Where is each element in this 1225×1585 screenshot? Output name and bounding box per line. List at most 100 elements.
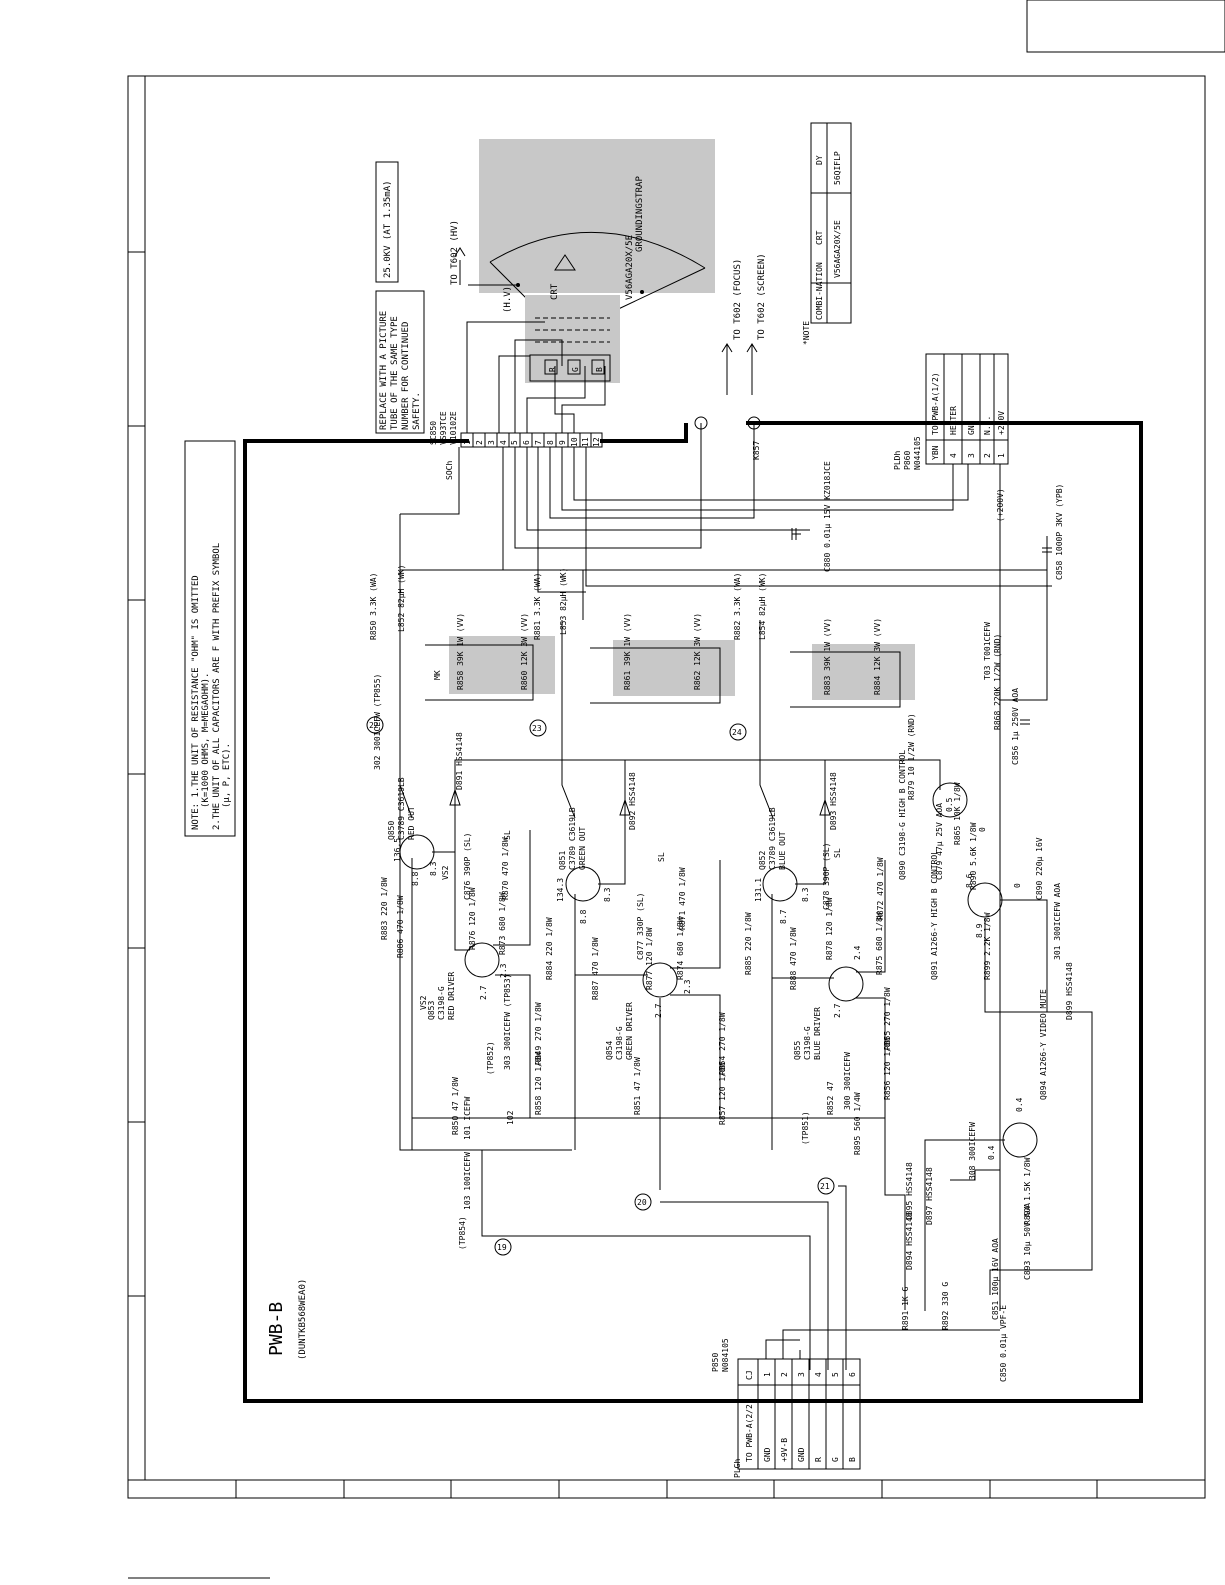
crt-socket: 1 2 3 4 5 6 7 8 9 10 11 12 SC850 VS93TCE… [429,411,603,480]
svg-text:2.7: 2.7 [654,1003,663,1018]
svg-text:2: 2 [780,1372,789,1377]
svg-text:8.8: 8.8 [579,909,588,924]
svg-text:D894 HSS4148: D894 HSS4148 [905,1212,914,1270]
svg-text:3: 3 [487,440,496,445]
svg-text:R868 220K 1/2W (RND): R868 220K 1/2W (RND) [993,634,1002,730]
svg-text:2.4: 2.4 [853,945,862,960]
stage-green: R881 3.3K (WA) L853 82μH (WK) R861 39K 1… [529,568,721,1190]
svg-text:3: 3 [967,453,976,458]
board-outline [243,421,1143,1403]
svg-text:2.3: 2.3 [683,979,692,994]
svg-text:SL: SL [833,848,842,858]
svg-text:8.3: 8.3 [429,861,438,876]
svg-text:C3789 C3619LB: C3789 C3619LB [568,807,577,870]
video-mute: Q894 A1266-Y VIDEO MUTE 0.4 0.4 R895 560… [801,989,1093,1382]
svg-text:R861 39K 1W (VV): R861 39K 1W (VV) [623,613,632,690]
svg-text:P850: P850 [711,1353,720,1372]
svg-text:Q890 C3198-G HIGH B CONTROL: Q890 C3198-G HIGH B CONTROL [898,750,907,880]
svg-text:8.9: 8.9 [975,923,984,938]
svg-text:GND: GND [763,1447,772,1462]
svg-text:102: 102 [506,1110,515,1125]
svg-text:R878 120 1/8W: R878 120 1/8W [825,897,834,960]
svg-text:L853 82μH (WK): L853 82μH (WK) [559,568,568,635]
svg-text:R850 3.3K (WA): R850 3.3K (WA) [369,573,378,640]
svg-text:R882 3.3K (WA): R882 3.3K (WA) [733,573,742,640]
combination-table: COMBI-NATION CRT DY V56AGA20X/5E 56QIFLP… [802,122,852,345]
socket-label: SOCh [445,461,454,480]
svg-text:R884 220 1/8W: R884 220 1/8W [545,917,554,980]
node-23 [529,719,547,737]
svg-text:136.5: 136.5 [393,838,402,862]
svg-text:YBN: YBN [931,445,940,460]
svg-text:GREEN OUT: GREEN OUT [578,826,587,870]
svg-text:R856 120 1/8W: R856 120 1/8W [883,1037,892,1100]
svg-text:D893 HSS4148: D893 HSS4148 [829,772,838,830]
svg-text:12: 12 [592,437,601,447]
svg-text:(TP852): (TP852) [486,1041,495,1075]
svg-text:RED DRIVER: RED DRIVER [447,972,456,1020]
svg-text:Q855: Q855 [793,1041,802,1060]
svg-text:GREEN DRIVER: GREEN DRIVER [625,1002,634,1060]
svg-text:R895 560 1/4W: R895 560 1/4W [853,1092,862,1155]
node-24 [729,723,747,741]
svg-text:6: 6 [522,440,531,445]
svg-text:R888 470 1/8W: R888 470 1/8W [789,927,798,990]
svg-text:R858 120 1/8W: R858 120 1/8W [534,1052,543,1115]
svg-text:56QIFLP: 56QIFLP [833,151,842,185]
svg-text:VS2: VS2 [441,865,450,880]
svg-text:L852 82μH (WK): L852 82μH (WK) [397,565,406,632]
svg-text:(TP854): (TP854) [458,1216,467,1250]
svg-text:C3198-G: C3198-G [615,1026,624,1060]
note-block: NOTE: 1.THE UNIT OF RESISTANCE "OHM" IS … [184,440,236,837]
svg-text:R860 12K 3W (VV): R860 12K 3W (VV) [520,613,529,690]
svg-text:131.1: 131.1 [754,878,763,902]
svg-text:R872 470 1/8W: R872 470 1/8W [876,857,885,920]
to-focus-label: TO T602 (FOCUS) [733,259,743,340]
svg-text:0.5: 0.5 [945,797,954,812]
svg-text:R873 680 1/8W: R873 680 1/8W [498,892,507,955]
svg-text:TUBE OF THE SAME TYPE: TUBE OF THE SAME TYPE [390,316,400,430]
svg-text:R862 12K 3W (VV): R862 12K 3W (VV) [693,613,702,690]
svg-text:8.7: 8.7 [779,909,788,924]
svg-text:V56AGA20X/5E: V56AGA20X/5E [833,220,842,278]
svg-text:D899 HSS4148: D899 HSS4148 [1065,962,1074,1020]
svg-text:23: 23 [532,724,542,733]
svg-text:PLGh: PLGh [733,1459,742,1478]
board-name: PWB-B [266,1302,287,1356]
svg-text:R875 680 1/8W: R875 680 1/8W [875,912,884,975]
node-19 [494,1238,512,1256]
stage-red: R850 3.3K (WA) L852 82μH (WK) MK R858 39… [366,565,625,1150]
rail-200v: (+200V) [996,488,1005,522]
svg-text:4: 4 [499,440,508,445]
svg-text:DY: DY [815,155,824,165]
svg-text:9: 9 [558,440,567,445]
svg-text:VS2: VS2 [419,995,428,1010]
svg-text:R885 220 1/8W: R885 220 1/8W [744,912,753,975]
svg-text:2.7: 2.7 [833,1003,842,1018]
svg-text:+9V-B: +9V-B [780,1438,789,1462]
svg-text:Q894 A1266-Y VIDEO MUTE: Q894 A1266-Y VIDEO MUTE [1039,989,1048,1100]
crt-tube: R G B GROUNDINGSTRAP V56AGA20X/5E CRT (H… [450,139,767,395]
high-b-control: T03 T001CEFW R868 220K 1/2W (RND) C856 1… [625,570,1074,1020]
svg-text:G: G [571,367,580,372]
svg-text:C856 1μ 250V AOA: C856 1μ 250V AOA [1011,688,1020,765]
svg-text:+200V: +200V [997,411,1006,435]
svg-text:SL: SL [503,830,512,840]
passive-labels: D891 HSS4148 D892 HSS4148 D893 HSS4148 C… [380,732,892,1135]
svg-text:R852 47: R852 47 [826,1081,835,1115]
svg-text:R: R [814,1457,823,1462]
svg-text:Q850: Q850 [387,821,396,840]
svg-text:C876 390P (SL): C876 390P (SL) [463,833,472,900]
svg-text:P860: P860 [903,451,912,470]
svg-text:N084105: N084105 [721,1338,730,1372]
test-points: 302 300ICEFW (TP855) (TP852) 303 300ICEF… [373,674,847,1370]
svg-text:R871 470 1/8W: R871 470 1/8W [678,867,687,930]
svg-text:R851 47 1/8W: R851 47 1/8W [633,1057,642,1115]
svg-text:BLUE OUT: BLUE OUT [778,831,787,870]
svg-text:303 300ICEFW (TP853): 303 300ICEFW (TP853) [503,974,512,1070]
svg-text:308 300ICEFW: 308 300ICEFW [968,1122,977,1180]
svg-text:Q851: Q851 [558,851,567,870]
svg-text:300 300ICEFW: 300 300ICEFW [843,1052,852,1110]
svg-text:PLDh: PLDh [893,451,902,470]
crt-model: V56AGA20X/5E [625,235,635,300]
